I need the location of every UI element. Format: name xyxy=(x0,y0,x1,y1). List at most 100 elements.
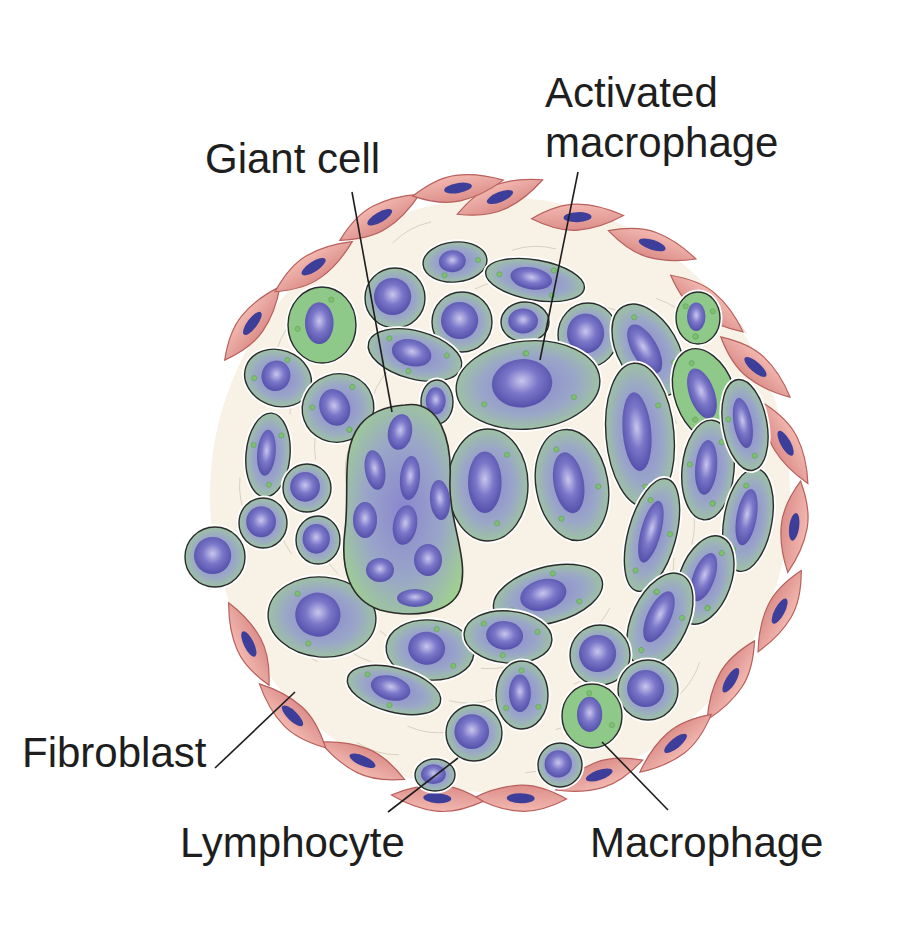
giant-cell-body xyxy=(344,405,463,614)
granule xyxy=(475,257,481,263)
fibroblast-nucleus xyxy=(279,702,306,729)
granule xyxy=(519,668,524,673)
cell xyxy=(527,424,617,547)
cell-nucleus xyxy=(693,439,720,496)
fibre-strand xyxy=(512,246,556,250)
cell-nucleus xyxy=(454,714,489,749)
fibroblast-nucleus xyxy=(485,187,515,207)
cell xyxy=(452,335,603,435)
cell-nucleus xyxy=(438,249,467,273)
cell-membrane xyxy=(618,660,678,720)
granule xyxy=(710,501,716,507)
granule xyxy=(349,384,356,391)
granule xyxy=(687,462,693,468)
cell-membrane xyxy=(288,287,356,363)
cell-nucleus xyxy=(509,264,554,293)
granule xyxy=(504,452,509,457)
leader-lines xyxy=(215,172,668,812)
cell-nucleus xyxy=(255,429,277,477)
cell-halo xyxy=(446,705,502,761)
granule xyxy=(386,335,392,341)
cell xyxy=(365,268,425,328)
granule xyxy=(496,271,502,277)
granule xyxy=(266,482,272,488)
cell-membrane xyxy=(538,743,582,787)
fibroblast xyxy=(531,202,624,231)
cell-halo xyxy=(283,464,331,512)
granule xyxy=(667,531,673,537)
fibroblast-body xyxy=(315,730,410,791)
fibroblast-nucleus xyxy=(584,766,614,785)
cell-nucleus xyxy=(421,764,446,784)
cell-membrane xyxy=(462,607,554,666)
fibroblast-nucleus xyxy=(348,750,378,771)
fibroblast-body xyxy=(410,167,505,209)
cell-membrane xyxy=(562,684,622,748)
cell-membrane xyxy=(452,335,603,435)
fibroblast xyxy=(696,634,766,726)
cell-nucleus xyxy=(290,472,320,502)
fibroblast-nucleus xyxy=(443,181,472,196)
giant-cell-nucleus xyxy=(362,449,389,492)
cell-membrane xyxy=(482,252,587,309)
cell-nucleus xyxy=(305,302,334,344)
part-label: Giant cell xyxy=(205,134,465,184)
cell-nucleus xyxy=(303,524,330,554)
cell-nucleus xyxy=(293,591,342,639)
part-label: Activated macrophage xyxy=(545,68,845,167)
giant-cell-nucleus xyxy=(414,544,442,576)
cell-membrane xyxy=(501,302,549,342)
fibroblast-nucleus xyxy=(719,666,742,695)
cell-nucleus xyxy=(517,574,570,616)
cell-membrane xyxy=(446,705,502,761)
fibroblast xyxy=(474,784,566,812)
cell-halo xyxy=(296,516,340,564)
cell-halo xyxy=(496,661,548,729)
fibroblast xyxy=(333,183,426,252)
cell-nucleus xyxy=(681,364,723,422)
cell xyxy=(538,743,582,787)
giant-cell-nucleus xyxy=(397,589,433,607)
granule xyxy=(718,550,725,557)
granule xyxy=(251,375,258,382)
fibroblast-body xyxy=(474,784,566,812)
cell xyxy=(185,527,245,587)
granule xyxy=(688,360,695,367)
giant-cell-nucleus xyxy=(366,558,394,582)
cell xyxy=(283,464,331,512)
cell-halo xyxy=(538,743,582,787)
granule xyxy=(364,671,370,677)
giant-cell-nucleus xyxy=(428,479,451,521)
cell-membrane xyxy=(239,498,287,548)
granule xyxy=(693,334,698,339)
cell-nucleus xyxy=(314,385,355,430)
granule xyxy=(571,394,577,400)
cell xyxy=(676,292,720,344)
cell-halo xyxy=(185,527,245,587)
cell-nucleus xyxy=(468,451,502,513)
granule xyxy=(295,591,301,597)
granule xyxy=(576,598,582,604)
granule xyxy=(632,567,638,573)
fibroblast-nucleus xyxy=(637,236,667,254)
cell-membrane xyxy=(527,424,617,547)
cell-nucleus xyxy=(637,587,682,647)
part-label: Macrophage xyxy=(590,818,890,868)
fibroblast xyxy=(775,479,814,574)
cell-halo xyxy=(362,319,467,390)
fibroblast-body xyxy=(604,218,700,271)
granule xyxy=(346,426,353,433)
cell xyxy=(448,429,528,541)
granule xyxy=(679,615,686,622)
part-label: Fibroblast xyxy=(22,728,282,778)
fibre-strands xyxy=(235,218,763,773)
cell-nucleus xyxy=(257,356,294,395)
fibroblast-body xyxy=(531,202,624,231)
fibroblast-nucleus xyxy=(742,354,770,380)
granule xyxy=(346,426,353,433)
fibroblast-body xyxy=(696,634,766,726)
cell-nucleus xyxy=(579,635,616,672)
granule xyxy=(647,497,653,503)
granule xyxy=(504,705,509,710)
granule xyxy=(752,453,758,459)
